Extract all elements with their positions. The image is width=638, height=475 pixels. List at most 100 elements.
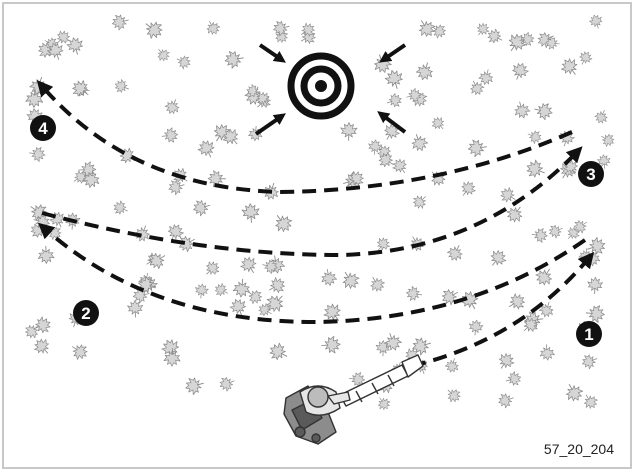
maple-leaf-icon (202, 259, 223, 280)
arrow-icon (383, 45, 405, 60)
maple-leaf-icon (38, 246, 55, 264)
maple-leaf-icon (141, 17, 166, 42)
maple-leaf-icon (238, 254, 260, 277)
maple-leaf-icon (405, 286, 423, 302)
maple-leaf-icon (547, 222, 565, 240)
maple-leaf-icon (509, 61, 530, 83)
maple-leaf-icon (213, 281, 231, 299)
maple-leaf-icon (69, 77, 93, 101)
maple-leaf-icon (504, 202, 527, 225)
maple-leaf-icon (113, 78, 131, 95)
maple-leaf-icon (338, 268, 362, 293)
arrow-icon (256, 116, 282, 134)
maple-leaf-icon (504, 370, 522, 387)
maple-leaf-icon (525, 128, 543, 145)
maple-leaf-icon (161, 127, 179, 143)
step-badge-1: 1 (576, 321, 602, 347)
maple-leaf-icon (270, 210, 295, 235)
maple-leaf-icon (562, 380, 586, 404)
maple-leaf-icon (467, 138, 488, 157)
maple-leaf-icon (512, 100, 531, 120)
maple-leaf-icon (588, 13, 604, 30)
maple-leaf-icon (576, 49, 594, 67)
maple-leaf-icon (504, 30, 529, 55)
maple-leaf-icon (585, 304, 605, 322)
maple-leaf-icon (478, 68, 495, 87)
step-badge-2: 2 (73, 300, 99, 326)
step-number: 2 (81, 304, 90, 323)
maple-leaf-icon (111, 199, 130, 217)
maple-leaf-icon (497, 391, 516, 409)
maple-leaf-icon (163, 97, 182, 117)
maple-leaf-icon (191, 198, 212, 217)
maple-leaf-icon (587, 277, 603, 294)
figure-code: 57_20_204 (544, 441, 614, 457)
maple-leaf-icon (539, 344, 555, 361)
path-step-2 (44, 228, 585, 322)
maple-leaf-icon (367, 274, 387, 295)
maple-leaf-icon (28, 146, 46, 162)
target-icon (291, 56, 351, 116)
maple-leaf-icon (505, 291, 528, 313)
maple-leaf-icon (224, 49, 245, 69)
maple-leaf-icon (444, 356, 461, 374)
maple-leaf-icon (524, 158, 548, 181)
maple-leaf-icon (445, 242, 466, 263)
maple-leaf-icon (265, 275, 287, 297)
maple-leaf-icon (154, 45, 172, 63)
maple-leaf-icon (385, 92, 403, 109)
maple-leaf-icon (66, 36, 85, 57)
maple-leaf-icon (473, 21, 491, 39)
maple-leaf-icon (457, 178, 478, 199)
maple-leaf-icon (111, 13, 131, 32)
maple-leaf-icon (217, 374, 237, 393)
maple-leaf-icon (384, 68, 406, 91)
maple-leaf-icon (127, 300, 143, 317)
maple-leaf-icon (495, 350, 517, 373)
maple-leaf-icon (485, 27, 505, 47)
maple-leaf-icon (146, 249, 169, 272)
maple-leaf-icon (196, 138, 218, 161)
maple-leaf-icon (390, 156, 410, 177)
maple-leaf-icon (443, 385, 463, 405)
path-step-1 (412, 258, 589, 366)
maple-leaf-icon (580, 352, 600, 371)
arrow-icon (260, 45, 282, 60)
maple-leaf-icon (167, 178, 187, 196)
maple-leaf-icon (486, 247, 509, 270)
maple-leaf-icon (415, 60, 436, 82)
maple-leaf-icon (533, 101, 554, 121)
blowing-paths (42, 86, 589, 366)
maple-leaf-icon (380, 121, 402, 143)
maple-leaf-icon (204, 18, 222, 37)
maple-leaf-icon (427, 167, 449, 189)
maple-leaf-icon (593, 108, 610, 126)
maple-leaf-icon (233, 278, 251, 298)
step-number: 1 (584, 325, 593, 344)
maple-leaf-icon (194, 283, 209, 299)
maple-leaf-icon (267, 341, 291, 364)
maple-leaf-icon (68, 340, 91, 362)
step-badge-4: 4 (30, 115, 56, 141)
maple-leaf-icon (558, 55, 582, 79)
maple-leaf-icon (31, 336, 54, 359)
maple-leaf-icon (320, 268, 338, 287)
maple-leaf-icon (174, 53, 192, 71)
maple-leaf-icon (183, 375, 205, 396)
maple-leaf-icon (340, 122, 357, 140)
maple-leaf-icon (409, 132, 430, 154)
maple-leaf-icon (248, 125, 263, 141)
maple-leaf-icon (429, 114, 448, 133)
leaf-blower-operator-icon (284, 355, 423, 444)
step-number: 3 (586, 165, 595, 184)
maple-leaf-icon (531, 227, 548, 242)
maple-leaf-icon (321, 336, 341, 354)
step-badge-3: 3 (578, 161, 604, 187)
maple-leaf-icon (242, 203, 260, 223)
maple-leaf-icon (272, 19, 291, 37)
maple-leaf-icon (410, 191, 430, 211)
maple-leaf-icon (468, 319, 484, 336)
step-number: 4 (38, 119, 48, 138)
maple-leaf-icon (580, 391, 600, 411)
